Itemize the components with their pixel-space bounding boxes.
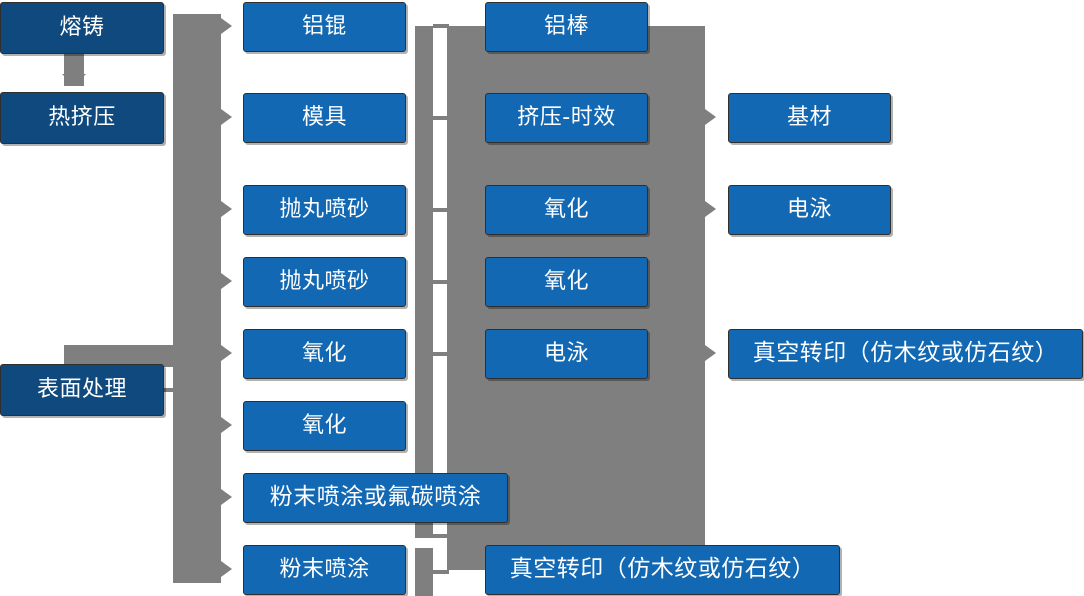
step-label-vacuum-transfer-bottom: 真空转印（仿木纹或仿石纹） <box>509 556 816 583</box>
connector-surface-stem <box>64 345 174 367</box>
connector-steps-bracket-left-bar <box>415 26 433 538</box>
connector-steps-rung-2 <box>433 116 449 120</box>
step-label-shot-blasting-1: 抛丸喷砂 <box>279 196 370 222</box>
connector-melt-to-extrusion-arrow <box>62 74 86 86</box>
arrow-to-step-shot-blasting-1 <box>221 201 232 217</box>
stage-box-surface-treatment[interactable]: 表面处理 <box>0 364 164 416</box>
arrow-to-step-powder-spray <box>221 561 232 577</box>
stage-label-hot-extrusion: 热挤压 <box>48 104 116 130</box>
stage-label-surface-treatment: 表面处理 <box>36 376 127 402</box>
connector-steps-rung-1 <box>433 24 449 28</box>
product-box-electrophoresis[interactable]: 电泳 <box>728 185 891 235</box>
step-label-electrophoresis-1: 电泳 <box>543 340 589 366</box>
step-label-powder-spray: 粉末喷涂 <box>279 556 370 582</box>
step-box-oxidation-2[interactable]: 氧化 <box>243 401 406 451</box>
step-label-aluminium-ingot: 铝锟 <box>301 13 347 39</box>
step-label-mould: 模具 <box>301 104 347 130</box>
step-box-aluminium-bar[interactable]: 铝棒 <box>485 2 648 52</box>
step-box-powder-spray[interactable]: 粉末喷涂 <box>243 545 406 595</box>
step-label-aluminium-bar: 铝棒 <box>543 13 589 39</box>
step-box-aluminium-ingot[interactable]: 铝锟 <box>243 2 406 52</box>
connector-surface-link <box>164 388 186 392</box>
stage-box-melt-cast[interactable]: 熔铸 <box>0 2 164 54</box>
arrow-to-step-mould <box>221 109 232 125</box>
step-label-oxidation-2: 氧化 <box>301 412 347 438</box>
connector-steps-rung-6 <box>433 534 449 538</box>
step-label-shot-blasting-2: 抛丸喷砂 <box>279 268 370 294</box>
connector-steps-rung-7 <box>433 570 449 574</box>
product-label-electrophoresis: 电泳 <box>786 196 832 222</box>
stage-label-melt-cast: 熔铸 <box>59 14 105 40</box>
arrow-to-step-aluminium-ingot <box>221 18 232 34</box>
product-box-substrate[interactable]: 基材 <box>728 93 891 143</box>
arrow-to-product-electrophoresis <box>705 201 716 217</box>
connector-steps-rung-3 <box>433 208 449 212</box>
step-label-extrusion-aging: 挤压-时效 <box>517 104 616 130</box>
step-label-oxidation-1: 氧化 <box>301 340 347 366</box>
product-label-substrate: 基材 <box>786 104 832 130</box>
step-box-shot-blasting-2[interactable]: 抛丸喷砂 <box>243 257 406 307</box>
step-box-extrusion-aging[interactable]: 挤压-时效 <box>485 93 648 143</box>
step-label-oxidation-4: 氧化 <box>543 268 589 294</box>
arrow-to-step-oxidation-2 <box>221 417 232 433</box>
step-label-powder-or-fluorocarbon-spray: 粉末喷涂或氟碳喷涂 <box>269 484 482 511</box>
step-box-oxidation-3[interactable]: 氧化 <box>485 185 648 235</box>
connector-steps-bracket-left-bar-lower <box>415 548 433 596</box>
step-box-vacuum-transfer-bottom[interactable]: 真空转印（仿木纹或仿石纹） <box>485 545 840 595</box>
arrow-to-step-oxidation-1 <box>221 345 232 361</box>
step-box-oxidation-4[interactable]: 氧化 <box>485 257 648 307</box>
step-box-oxidation-1[interactable]: 氧化 <box>243 329 406 379</box>
step-box-shot-blasting-1[interactable]: 抛丸喷砂 <box>243 185 406 235</box>
connector-steps-rung-4 <box>433 280 449 284</box>
product-label-vacuum-transfer: 真空转印（仿木纹或仿石纹） <box>752 340 1059 367</box>
step-box-electrophoresis-1[interactable]: 电泳 <box>485 329 648 379</box>
arrow-to-product-vacuum-transfer <box>705 345 716 361</box>
step-box-powder-or-fluorocarbon-spray[interactable]: 粉末喷涂或氟碳喷涂 <box>243 473 508 523</box>
connector-stage-bracket-vertical <box>173 14 221 583</box>
step-label-oxidation-3: 氧化 <box>543 196 589 222</box>
arrow-to-product-substrate <box>705 109 716 125</box>
arrow-to-step-powder-or-fluorocarbon <box>221 489 232 505</box>
step-box-mould[interactable]: 模具 <box>243 93 406 143</box>
arrow-to-step-shot-blasting-2 <box>221 273 232 289</box>
product-box-vacuum-transfer[interactable]: 真空转印（仿木纹或仿石纹） <box>728 329 1083 379</box>
connector-steps-rung-5 <box>433 352 449 356</box>
stage-box-hot-extrusion[interactable]: 热挤压 <box>0 92 164 144</box>
